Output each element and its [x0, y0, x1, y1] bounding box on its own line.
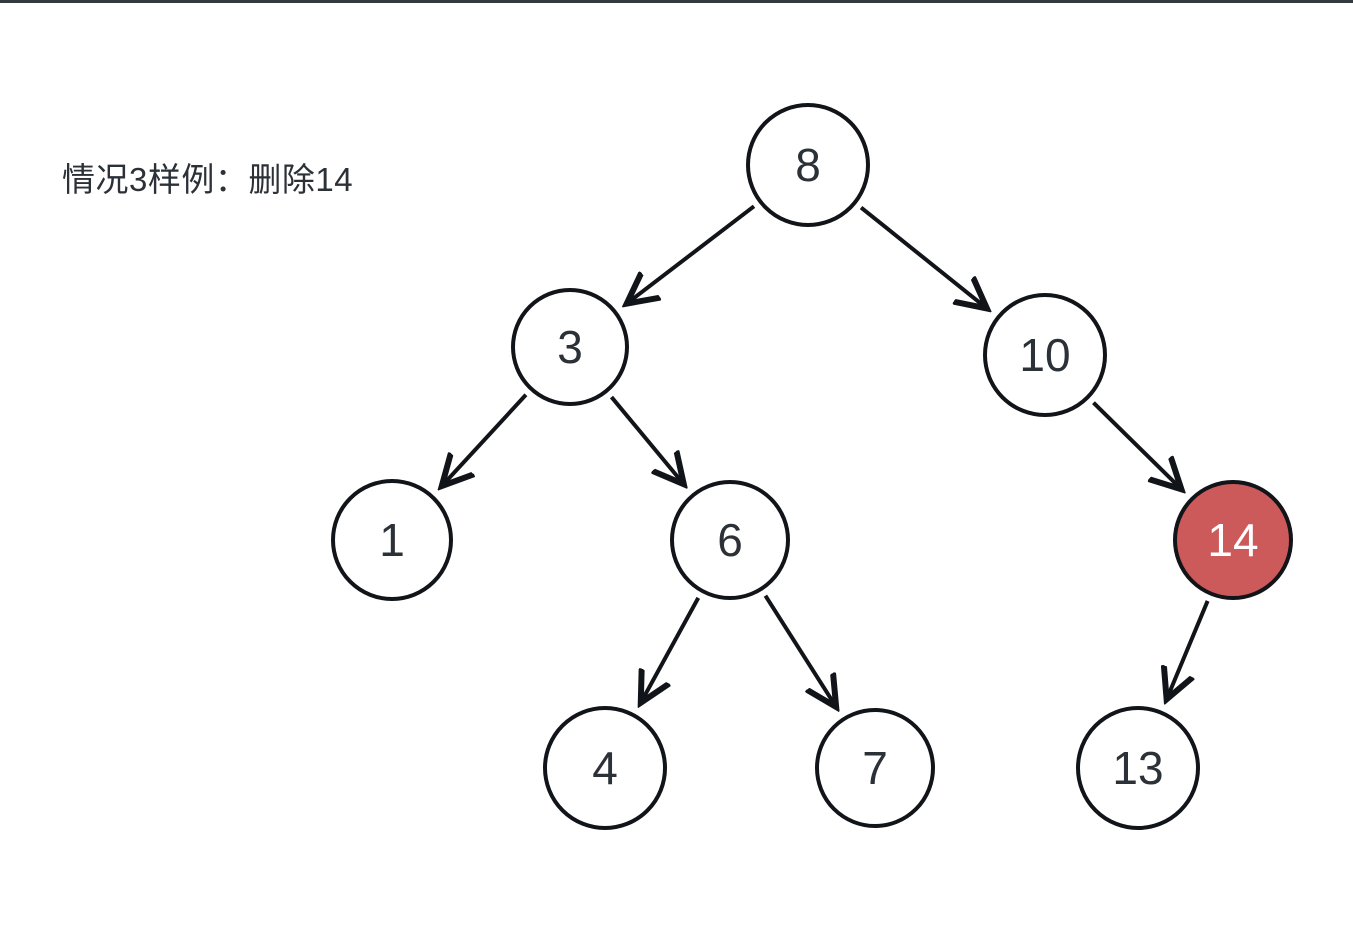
tree-node-8[interactable]: 8 — [746, 103, 870, 227]
tree-node-13[interactable]: 13 — [1076, 706, 1200, 830]
top-divider — [0, 0, 1353, 3]
tree-node-label: 13 — [1112, 742, 1164, 794]
tree-node-3[interactable]: 3 — [511, 288, 629, 406]
tree-edge — [859, 205, 986, 308]
tree-node-label: 3 — [557, 321, 583, 373]
tree-node-7[interactable]: 7 — [815, 708, 935, 828]
tree-node-14[interactable]: 14 — [1173, 480, 1293, 600]
tree-edge — [443, 393, 528, 485]
tree-edge — [609, 395, 682, 483]
tree-node-4[interactable]: 4 — [543, 706, 667, 830]
tree-node-label: 8 — [795, 139, 821, 191]
tree-node-label: 7 — [862, 742, 888, 794]
tree-edge — [642, 596, 701, 701]
tree-edge — [628, 204, 756, 302]
tree-node-label: 14 — [1207, 514, 1259, 566]
tree-edge — [1167, 600, 1210, 698]
edge-layer — [443, 204, 1210, 706]
tree-node-label: 10 — [1019, 329, 1071, 381]
tree-node-6[interactable]: 6 — [670, 480, 790, 600]
tree-edge — [763, 594, 835, 706]
tree-node-10[interactable]: 10 — [983, 293, 1107, 417]
tree-node-label: 4 — [592, 742, 618, 794]
tree-edge — [1092, 401, 1180, 488]
tree-node-label: 6 — [717, 514, 743, 566]
tree-node-1[interactable]: 1 — [331, 479, 453, 601]
page-title: 情况3样例：删除14 — [62, 161, 354, 198]
tree-node-label: 1 — [379, 514, 405, 566]
